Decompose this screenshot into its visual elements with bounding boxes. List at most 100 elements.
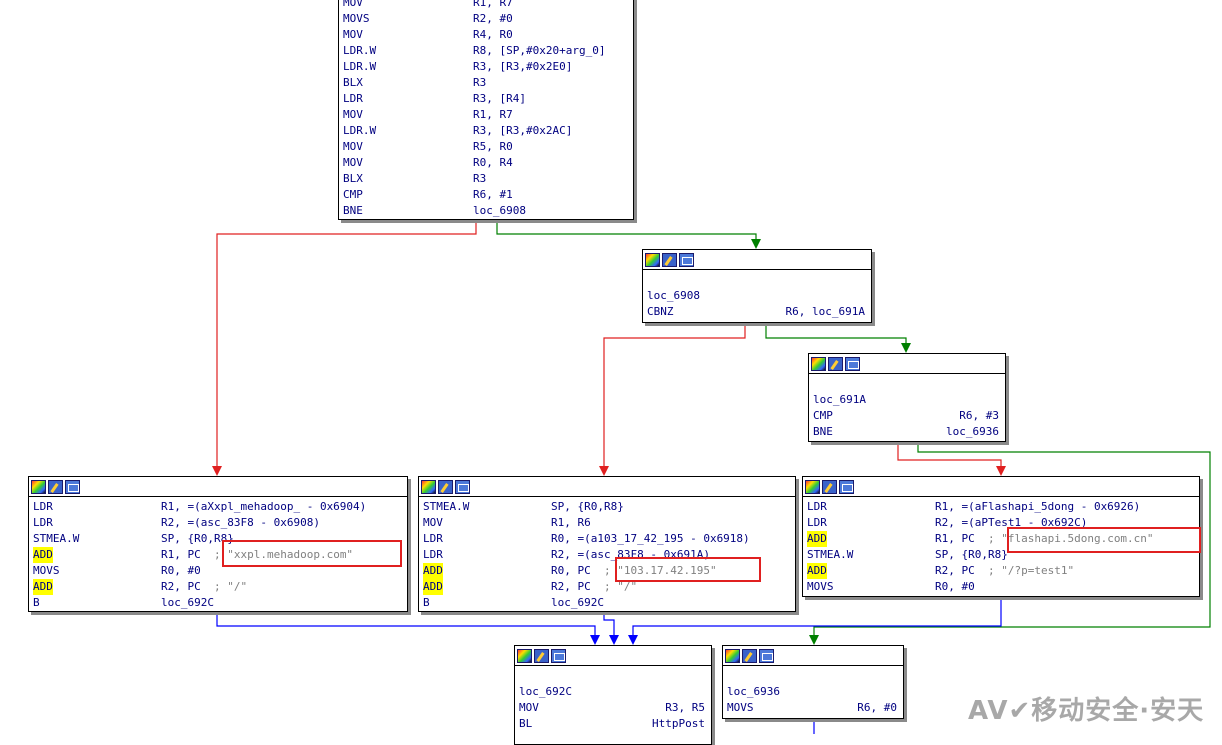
instruction-mnemonic: ADD (423, 563, 443, 579)
block-header (723, 646, 903, 666)
instruction-mnemonic: LDR (807, 516, 827, 529)
instruction-operands: R8, [SP,#0x20+arg_0] (473, 44, 606, 57)
block-header (643, 250, 871, 270)
graph-icon[interactable] (805, 479, 820, 494)
instruction-mnemonic: STMEA.W (33, 532, 80, 545)
arrowhead-loc6908 (751, 239, 761, 249)
arrowhead-loc691a (901, 343, 911, 353)
block-label: loc_691A (813, 393, 866, 406)
edit-icon[interactable] (438, 479, 453, 494)
instruction-line[interactable]: CMP R6, #3 (813, 408, 1005, 424)
instruction-operands: loc_692C (161, 596, 214, 609)
instruction-mnemonic: MOV (343, 108, 363, 121)
instruction-mnemonic: CMP (813, 409, 833, 422)
instruction-operands: R3, [R4] (473, 92, 526, 105)
edit-icon[interactable] (48, 479, 63, 494)
instruction-operands: R0, #0 (161, 564, 201, 577)
instruction-mnemonic: LDR.W (343, 124, 377, 137)
chart-icon[interactable] (839, 479, 854, 494)
edge-top-to-left (216, 220, 477, 467)
watermark-logo: AV✔移动安全·安天 (968, 696, 1205, 726)
graph-icon[interactable] (421, 479, 436, 494)
block-header (419, 477, 795, 497)
instruction-operands: R1, =(aXxpl_mehadoop_ - 0x6904) (161, 500, 367, 513)
edit-icon[interactable] (662, 252, 677, 267)
chart-icon[interactable] (455, 479, 470, 494)
chart-icon[interactable] (65, 479, 80, 494)
instruction-operands: R6, #1 (473, 188, 513, 201)
edge-top-to-loc6908 (496, 220, 757, 240)
instruction-operands: R2, PC ; "/?p=test1" (935, 564, 1075, 577)
block-header (515, 646, 711, 666)
instruction-operands: R6, #3 (959, 409, 999, 422)
graph-icon[interactable] (31, 479, 46, 494)
graph-icon[interactable] (517, 648, 532, 663)
edit-icon[interactable] (822, 479, 837, 494)
chart-icon[interactable] (679, 252, 694, 267)
instruction-operands: R3 (473, 76, 487, 89)
instruction-mnemonic: BNE (343, 204, 363, 217)
edit-icon[interactable] (828, 356, 843, 371)
chart-icon[interactable] (551, 648, 566, 663)
instruction-mnemonic: MOVS (727, 701, 754, 714)
instruction-operands: R4, R0 (473, 28, 513, 41)
graph-icon[interactable] (725, 648, 740, 663)
graph-icon[interactable] (811, 356, 826, 371)
instruction-mnemonic: BLX (343, 172, 363, 185)
edit-icon[interactable] (534, 648, 549, 663)
instruction-operands: R0, #0 (935, 580, 975, 593)
edit-icon[interactable] (742, 648, 757, 663)
chart-icon[interactable] (759, 648, 774, 663)
graph-icon[interactable] (645, 252, 660, 267)
instruction-operands: R1, R6 (551, 516, 591, 529)
chart-icon[interactable] (845, 356, 860, 371)
instruction-operands: R6, loc_691A (785, 305, 865, 318)
